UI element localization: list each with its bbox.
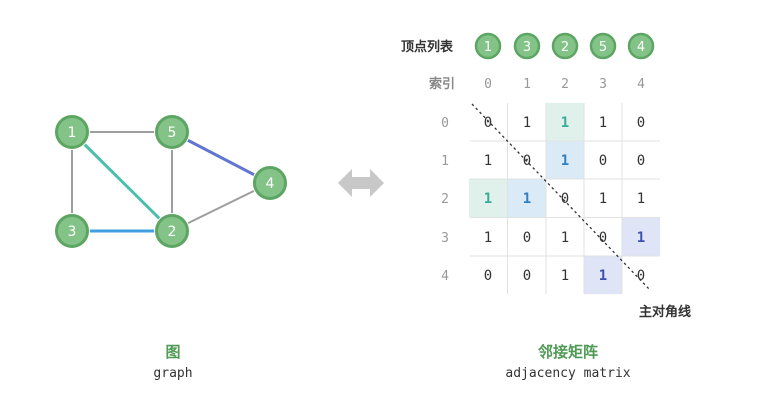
matrix-cell: 1 <box>561 268 569 284</box>
matrix-cell: 1 <box>637 191 645 207</box>
row-index: 3 <box>441 231 449 246</box>
svg-text:3: 3 <box>523 40 531 55</box>
column-index: 2 <box>561 77 569 92</box>
vertex-list-item-2: 2 <box>551 32 579 60</box>
graph-node-label: 2 <box>168 224 177 240</box>
graph-caption-en: graph <box>153 366 193 381</box>
column-index: 0 <box>484 77 492 92</box>
graph-node-label: 1 <box>68 125 77 141</box>
matrix-grid <box>470 103 660 294</box>
highlight-cell <box>545 102 585 142</box>
matrix-caption-en: adjacency matrix <box>505 366 631 381</box>
matrix-cell: 1 <box>599 191 607 207</box>
matrix-cell: 0 <box>637 153 645 169</box>
svg-text:1: 1 <box>484 40 492 55</box>
matrix-caption: 邻接矩阵 <box>537 343 598 361</box>
adjacency-matrix: 顶点列表 1 3 2 5 4 索引 0 1 2 3 4 0 1 2 3 4 0 1 1 1 0 1 0 1 0 0 1 1 0 1 1 1 0 1 0… <box>401 32 691 320</box>
graph-node-label: 5 <box>168 125 177 141</box>
svg-text:4: 4 <box>637 40 645 55</box>
matrix-cell: 0 <box>523 230 531 246</box>
row-index: 1 <box>441 154 449 169</box>
vertex-list-item-5: 5 <box>589 32 617 60</box>
index-label: 索引 <box>429 76 455 92</box>
graph-edge-5-4 <box>170 130 272 185</box>
vertex-list-label: 顶点列表 <box>401 39 454 55</box>
main-diagonal-label: 主对角线 <box>639 304 691 320</box>
matrix-cell: 1 <box>484 230 492 246</box>
vertex-list-item-1: 1 <box>474 32 502 60</box>
highlight-cell <box>583 255 623 295</box>
matrix-cell: 1 <box>484 191 492 207</box>
double-arrow-icon <box>338 169 384 197</box>
graph-node-5: 5 <box>154 114 190 150</box>
matrix-cell: 0 <box>599 153 607 169</box>
matrix-cell: 1 <box>523 115 531 131</box>
graph-node-4: 4 <box>252 165 288 201</box>
graph-node-label: 4 <box>266 176 275 192</box>
graph-node-3: 3 <box>54 213 90 249</box>
main-diagonal-line <box>471 103 651 291</box>
matrix-cell: 1 <box>561 230 569 246</box>
highlight-cell <box>507 178 547 218</box>
graph-edge-1-2 <box>70 130 174 233</box>
highlight-cell <box>621 217 661 257</box>
vertex-list-item-3: 3 <box>513 32 541 60</box>
graph-node-label: 3 <box>68 224 77 240</box>
matrix-cell: 0 <box>599 230 607 246</box>
matrix-cell: 0 <box>637 268 645 284</box>
matrix-cell: 0 <box>637 115 645 131</box>
graph-node-1: 1 <box>54 114 90 150</box>
row-index: 2 <box>441 192 449 207</box>
highlight-cell <box>468 178 508 218</box>
row-index: 4 <box>441 269 449 284</box>
matrix-cell: 0 <box>561 191 569 207</box>
matrix-cell: 1 <box>637 230 645 246</box>
graph-nodes: 1 5 4 3 2 <box>54 114 288 249</box>
graph-caption: 图 <box>165 343 181 361</box>
column-index: 1 <box>523 77 531 92</box>
svg-text:5: 5 <box>599 40 607 55</box>
matrix-cell: 1 <box>561 115 569 131</box>
svg-text:2: 2 <box>561 40 569 55</box>
matrix-cell: 0 <box>523 268 531 284</box>
column-index: 4 <box>637 77 645 92</box>
matrix-cell: 1 <box>599 115 607 131</box>
column-index: 3 <box>599 77 607 92</box>
matrix-cell: 1 <box>523 191 531 207</box>
vertex-list-item-4: 4 <box>627 32 655 60</box>
graph-node-2: 2 <box>154 213 190 249</box>
matrix-cell: 0 <box>484 115 492 131</box>
matrix-cell: 0 <box>523 153 531 169</box>
matrix-cell: 1 <box>599 268 607 284</box>
matrix-cell: 1 <box>484 153 492 169</box>
highlight-cell <box>545 140 585 180</box>
matrix-cell: 0 <box>484 268 492 284</box>
row-index: 0 <box>441 116 449 131</box>
graph-edge-2-4 <box>171 182 271 232</box>
matrix-cell: 1 <box>561 153 569 169</box>
